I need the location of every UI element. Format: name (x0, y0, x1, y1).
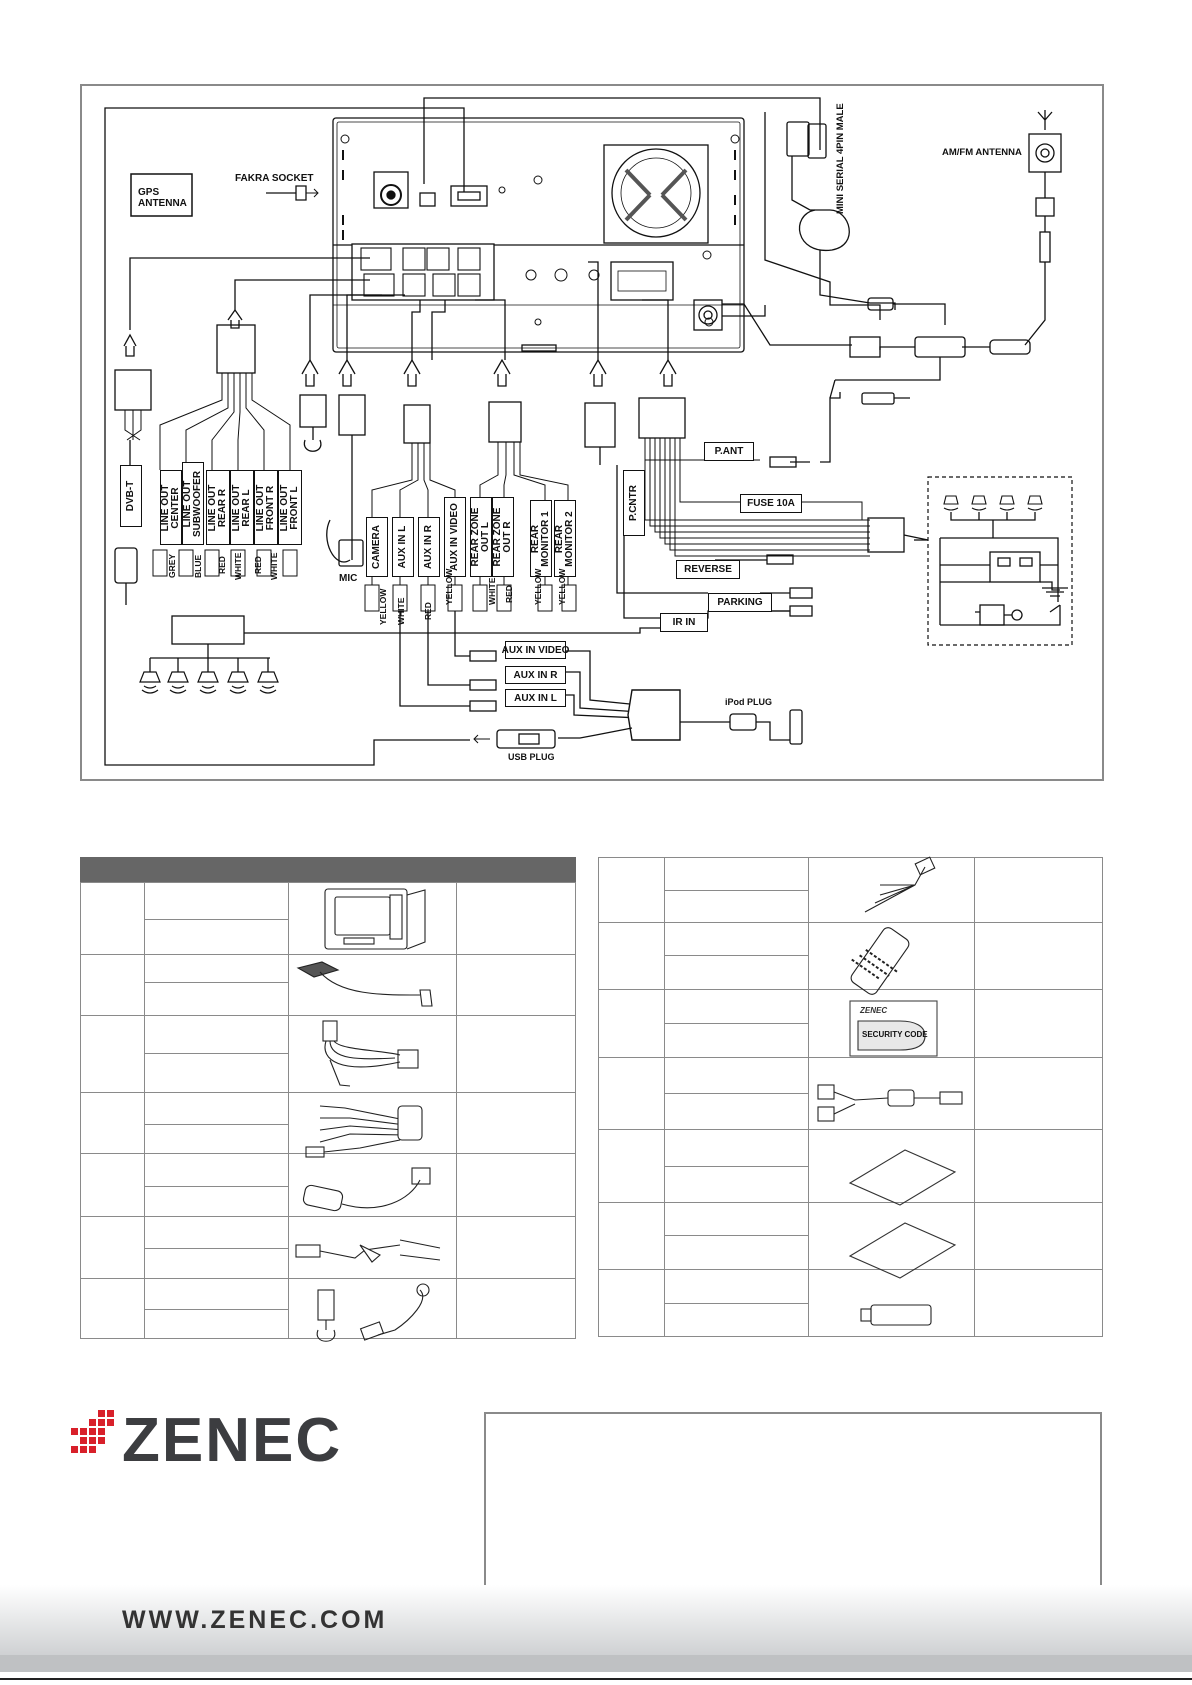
rca-aux-in-r: AUX IN R (418, 517, 440, 577)
security-card-text: SECURITY CODE (862, 1030, 928, 1039)
rca-camera: CAMERA (366, 517, 388, 577)
parts-table-header (80, 857, 576, 882)
fuse-box: FUSE 10A (740, 494, 802, 513)
ir-in-box: IR IN (660, 613, 708, 632)
usb-stick-icon (860, 1304, 932, 1326)
manual-icon-2 (848, 1222, 957, 1279)
adapter-cable-icon (295, 1239, 441, 1263)
part-images-left (295, 856, 963, 1342)
head-unit-icon (324, 888, 426, 950)
diagram-frame (80, 84, 1104, 781)
rca-line-out-subwoofer: LINE OUT SUBWOOFER (182, 462, 204, 545)
security-card-icon (849, 1000, 938, 1057)
gps-antenna-label: GPS ANTENNA (138, 187, 187, 209)
wiring-diagram (80, 84, 1104, 781)
aux-in-l-box: AUX IN L (505, 689, 566, 707)
reverse-box: REVERSE (676, 560, 740, 579)
p-ant-box: P.ANT (704, 442, 754, 461)
am-fm-antenna-label: AM/FM ANTENNA (942, 147, 1022, 158)
upward-arrows (123, 308, 677, 387)
aux-in-r-box: AUX IN R (505, 666, 566, 684)
footer-line (0, 1678, 1192, 1680)
ipod-plug-label: iPod PLUG (725, 697, 772, 707)
footer-gradient (0, 1585, 1192, 1655)
part-main-harness-img (287, 1015, 458, 1093)
main-harness-icon (322, 1020, 419, 1087)
rca-line-out-front-r: LINE OUT FRONT R (254, 470, 278, 545)
parts-table-right (598, 857, 1103, 1337)
part-adapter-cable-img (287, 1216, 458, 1279)
zenec-logo-mark (71, 1410, 114, 1453)
rca-cable-icon (864, 856, 936, 913)
p-cntr-box: P.CNTR (623, 470, 645, 536)
gps-antenna-box (130, 173, 193, 217)
part-av-cable-img (287, 1092, 458, 1154)
aux-in-video-box: AUX IN VIDEO (502, 641, 569, 659)
rca-line-out-rear-l: LINE OUT REAR L (230, 470, 254, 545)
usb-plug-label: USB PLUG (508, 752, 555, 762)
rca-plugs (152, 549, 577, 612)
av-cable-icon (305, 1105, 423, 1158)
ipod-adapter (627, 689, 681, 741)
rca-rear-monitor-1: REAR MONITOR 1 (530, 500, 552, 577)
speaker-icons (139, 671, 279, 694)
filter-cable-icon (817, 1084, 963, 1122)
parking-box: PARKING (708, 593, 772, 612)
remote-control-icon (850, 927, 910, 995)
zenec-logo: ZENEC (122, 1406, 343, 1475)
gps-antenna-icon (296, 961, 433, 1007)
mic-icon (316, 1283, 430, 1342)
usb-cable-icon (302, 1167, 431, 1212)
rca-line-out-rear-r: LINE OUT REAR R (206, 470, 230, 545)
rca-line-out-center: LINE OUT CENTER (160, 470, 182, 545)
rca-aux-in-video: AUX IN VIDEO (444, 497, 466, 577)
rca-rear-zone-out-r: REAR ZONE OUT R (492, 497, 514, 577)
head-unit-back (332, 117, 745, 353)
rca-aux-in-l: AUX IN L (392, 517, 414, 577)
speaker-wiring-inset (914, 476, 1073, 646)
security-card-brand: ZENEC (860, 1006, 888, 1015)
rca-rear-zone-out-l: REAR ZONE OUT L (470, 497, 492, 577)
manual-icon-1 (848, 1149, 957, 1206)
website-url: WWW.ZENEC.COM (122, 1606, 388, 1634)
dvb-t-box: DVB-T (120, 465, 142, 527)
rca-rear-monitor-2: REAR MONITOR 2 (554, 500, 576, 577)
footer-bar (0, 1655, 1192, 1672)
mic-label: MIC (339, 573, 358, 584)
rca-line-out-front-l: LINE OUT FRONT L (278, 470, 302, 545)
fakra-socket-label: FAKRA SOCKET (235, 173, 314, 184)
